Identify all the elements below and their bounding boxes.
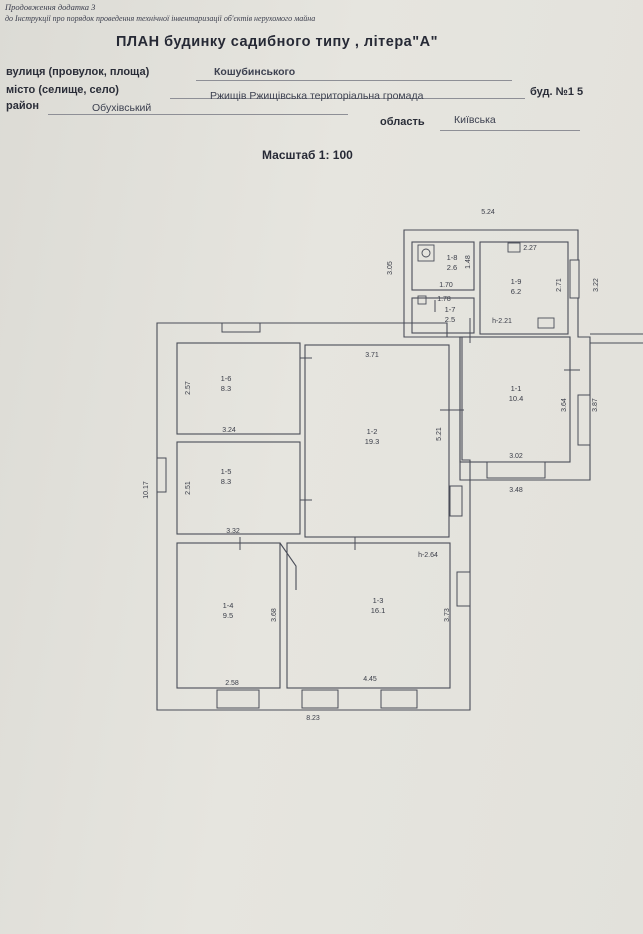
room-1-3-id: 1-3 — [373, 596, 384, 605]
dim-8-23: 8.23 — [306, 715, 320, 722]
main-outer-wall — [156, 322, 471, 711]
room-1-3-area: 16.1 — [371, 606, 386, 615]
room-1-8-area: 2.6 — [447, 263, 457, 272]
room-1-7-walls — [411, 297, 475, 334]
house-number: буд. №1 5 — [530, 86, 584, 98]
dim-h-2-64: h-2.64 — [418, 552, 438, 559]
dim-1-48: 1.48 — [465, 255, 472, 269]
room-1-4-walls — [176, 542, 281, 689]
room-1-2-area: 19.3 — [365, 437, 380, 446]
scale-label: Масштаб 1: 100 — [262, 148, 353, 162]
room-1-9-area: 6.2 — [511, 287, 521, 296]
page-title: ПЛАН будинку садибного типу , літера"А" — [116, 34, 438, 50]
oblast-label: область — [380, 116, 425, 128]
dim-3-32: 3.32 — [226, 528, 240, 535]
oblast-line — [440, 130, 580, 131]
room-1-2-walls — [304, 344, 450, 538]
district-line — [48, 114, 348, 115]
city-value: Ржищів Ржищівська територіальна громада — [210, 90, 424, 102]
dim-5-24: 5.24 — [481, 209, 495, 216]
room-1-1-id: 1-1 — [511, 384, 522, 393]
room-1-8-walls — [411, 241, 475, 291]
room-1-5-id: 1-5 — [221, 467, 232, 476]
room-1-8-id: 1-8 — [447, 253, 458, 262]
room-1-4-area: 9.5 — [223, 611, 233, 620]
street-label: вулиця (провулок, площа) — [6, 66, 150, 78]
dim-3-22: 3.22 — [593, 278, 600, 292]
street-value: Кошубинського — [214, 66, 296, 78]
appendix-note: Продовження додатка 3 — [5, 2, 96, 12]
room-1-9-walls — [479, 241, 569, 335]
dim-3-87: 3.87 — [592, 398, 599, 412]
district-label: район — [6, 100, 39, 112]
room-1-6-area: 8.3 — [221, 384, 231, 393]
dim-3-73: 3.73 — [444, 608, 451, 622]
dim-3-64: 3.64 — [561, 398, 568, 412]
dim-2-58: 2.58 — [225, 680, 239, 687]
dim-5-21: 5.21 — [436, 427, 443, 441]
room-1-5-walls — [176, 441, 301, 535]
room-1-3-walls — [286, 542, 451, 689]
oblast-value: Київська — [454, 114, 496, 126]
room-1-7-id: 1-7 — [445, 305, 456, 314]
dim-2-71: 2.71 — [556, 278, 563, 292]
instruction-note: до Інструкції про порядок проведення тех… — [5, 14, 316, 23]
dim-2-51: 2.51 — [185, 481, 192, 495]
street-line — [196, 80, 512, 81]
dim-3-02: 3.02 — [509, 453, 523, 460]
dim-2-57: 2.57 — [185, 381, 192, 395]
door-swing — [279, 542, 297, 590]
dim-3-05: 3.05 — [387, 261, 394, 275]
city-label: місто (селище, село) — [6, 84, 119, 96]
room-1-1-area: 10.4 — [509, 394, 524, 403]
room-1-5-area: 8.3 — [221, 477, 231, 486]
windows — [156, 259, 591, 709]
dim-h-2-21: h-2.21 — [492, 318, 512, 325]
dim-4-45: 4.45 — [363, 676, 377, 683]
room-1-9-id: 1-9 — [511, 277, 522, 286]
room-1-6-id: 1-6 — [221, 374, 232, 383]
dimension-labels: 5.24 3.05 3.22 1.48 1.70 1.78 2.27 2.71 … — [143, 209, 600, 722]
dim-3-24: 3.24 — [222, 427, 236, 434]
district-value: Обухівський — [92, 102, 152, 114]
room-labels: 1-1 10.4 1-2 19.3 1-3 16.1 1-4 9.5 1-5 8… — [221, 253, 524, 620]
dim-3-71: 3.71 — [365, 352, 379, 359]
dim-2-27: 2.27 — [523, 245, 537, 252]
city-line — [170, 98, 525, 99]
room-1-4-id: 1-4 — [223, 601, 234, 610]
dim-3-68: 3.68 — [271, 608, 278, 622]
room-1-2-id: 1-2 — [367, 427, 378, 436]
room-1-6-walls — [176, 342, 301, 435]
dim-1-78: 1.78 — [437, 296, 451, 303]
dim-1-70: 1.70 — [439, 282, 453, 289]
dim-3-48: 3.48 — [509, 487, 523, 494]
annex-outer-wall — [403, 229, 591, 481]
dim-10-17: 10.17 — [143, 481, 150, 499]
room-1-7-area: 2.5 — [445, 315, 455, 324]
